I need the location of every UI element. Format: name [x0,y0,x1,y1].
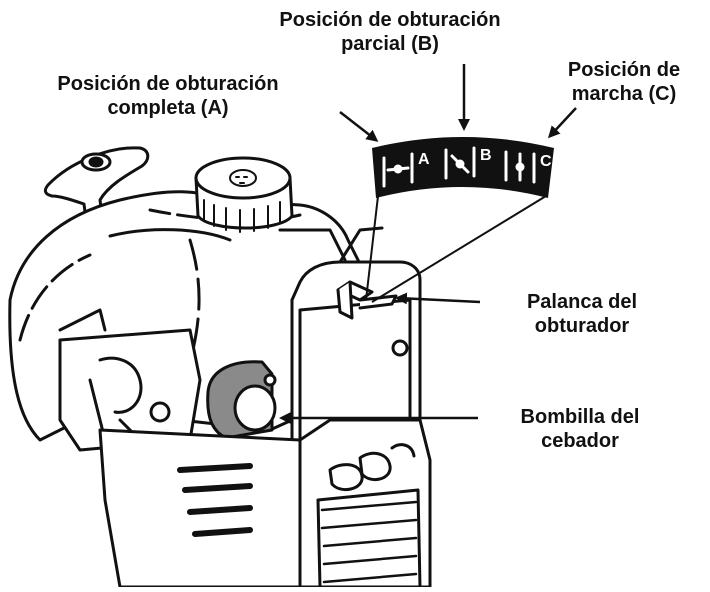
primer-bulb [206,360,277,440]
label-choke-lever-line2: obturador [534,315,630,337]
label-choke-lever-line1: Palanca del [526,291,638,313]
label-primer-bulb: Bombilla del cebador [480,405,680,453]
arrow-lever [395,292,481,305]
starter-handle [43,146,150,238]
arrow-c [547,107,577,139]
symbol-c [504,150,536,184]
symbol-b [444,146,476,180]
choke-position-plate: A B C [372,137,554,198]
label-partial-choke-line2: parcial (B) [341,33,439,55]
plate-letter-a: A [418,151,430,168]
leader-lines [365,195,547,303]
arrow-a [339,111,379,142]
plate-letter-b: B [480,147,492,164]
label-partial-choke: Posición de obturación parcial (B) [225,8,555,56]
label-run: Posición de marcha (C) [538,58,710,106]
fuel-cap [194,156,294,233]
label-choke-lever: Palanca del obturador [482,290,682,338]
symbol-a [382,152,414,188]
label-primer-bulb-line2: cebador [541,430,619,452]
label-run-line1: Posición de [567,59,681,81]
label-full-choke-line1: Posición de obturación [57,73,279,95]
label-full-choke: Posición de obturación completa (A) [18,72,318,120]
choke-lever [336,280,398,320]
lower-engine [98,418,432,589]
label-run-line2: marcha (C) [571,83,677,105]
label-full-choke-line2: completa (A) [107,97,229,119]
label-primer-bulb-line1: Bombilla del [520,406,640,428]
plate-letter-c: C [540,153,552,170]
callout-arrows [279,64,577,424]
label-partial-choke-line1: Posición de obturación [279,9,501,31]
